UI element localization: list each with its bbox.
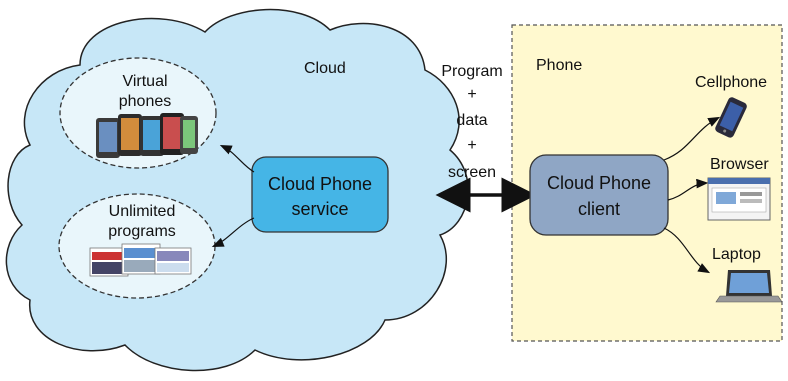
virtual-phones-line1: Virtual — [122, 73, 167, 90]
link-line2: + — [467, 86, 476, 103]
cloud-label: Cloud — [304, 60, 346, 77]
device-label-cellphone: Cellphone — [695, 74, 767, 91]
link-line3: data — [456, 112, 487, 129]
client-line2: client — [578, 199, 620, 219]
unlimited-programs-line1: Unlimited — [109, 203, 176, 220]
service-line1: Cloud Phone — [268, 174, 372, 194]
link-line5: screen — [448, 164, 496, 181]
arrow-client-to-cellphone — [663, 116, 721, 161]
unlimited-programs-group: Unlimited programs — [58, 193, 216, 299]
virtual-phones-image — [96, 113, 198, 158]
cloud-phone-client-box: Cloud Phone client — [529, 154, 669, 236]
virtual-phones-line2: phones — [119, 93, 172, 110]
virtual-phones-group: Virtual phones — [59, 57, 217, 169]
arrow-service-to-virtual — [219, 144, 255, 173]
unlimited-programs-image — [89, 243, 192, 277]
cloud-phone-service-box: Cloud Phone service — [251, 156, 389, 233]
cloud-shape — [5, 8, 469, 372]
link-label-group: Program + data + screen — [441, 63, 502, 181]
browser-icon — [707, 177, 771, 221]
device-label-browser: Browser — [710, 156, 769, 173]
client-line1: Cloud Phone — [547, 173, 651, 193]
phone-label: Phone — [536, 57, 582, 74]
cloud-body — [5, 8, 469, 372]
link-line1: Program — [441, 63, 502, 80]
unlimited-programs-line2: programs — [108, 223, 176, 240]
arrow-service-to-programs — [211, 217, 255, 247]
cellphone-icon — [715, 97, 747, 138]
service-line2: service — [291, 199, 348, 219]
link-line4: + — [467, 137, 476, 154]
device-label-laptop: Laptop — [712, 246, 761, 263]
arrow-client-to-laptop — [663, 227, 711, 274]
laptop-icon — [715, 270, 783, 303]
arrow-client-to-browser — [667, 178, 709, 201]
